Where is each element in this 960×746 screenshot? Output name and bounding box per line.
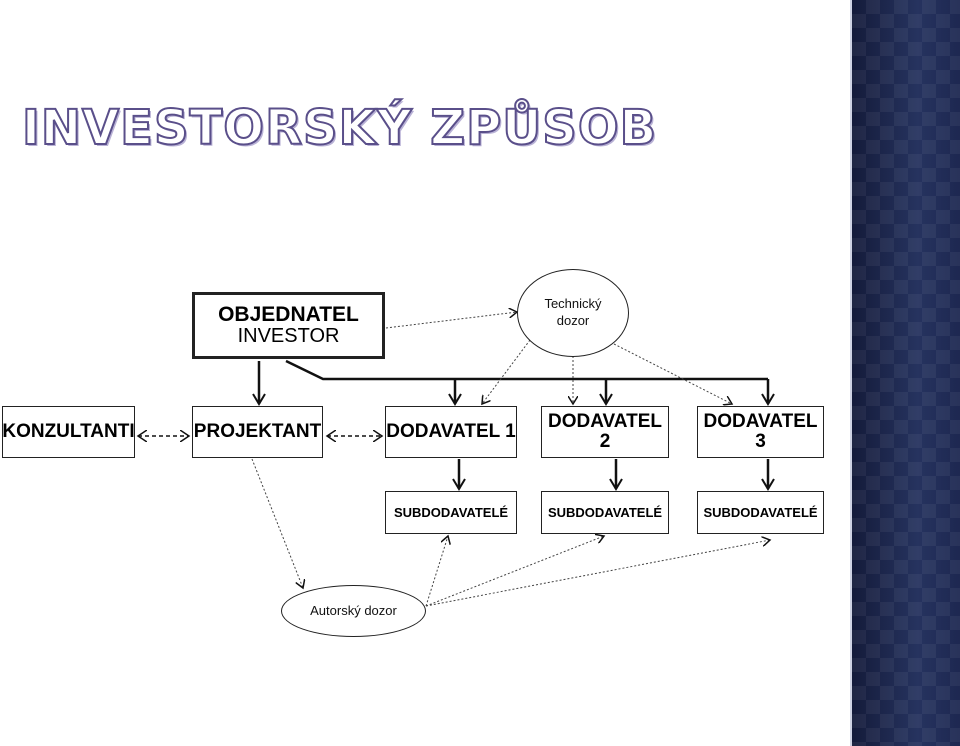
dodavatel-1-label: DODAVATEL 1 [386, 421, 516, 443]
projektant-label: PROJEKTANT [193, 421, 322, 443]
subdodavatele-3-label: SUBDODAVATELÉ [703, 504, 818, 520]
dodavatel-2-number: 2 [599, 431, 611, 452]
dodavatel-1-box: DODAVATEL 1 [385, 406, 517, 458]
konzultanti-box: KONZULTANTI [2, 406, 135, 458]
subdodavatele-2-box: SUBDODAVATELÉ [541, 491, 669, 534]
technicky-dozor-ellipse: Technický dozor [517, 269, 629, 357]
dodavatel-2-label: DODAVATEL [548, 411, 662, 433]
dotted-supervision-lines [251, 312, 770, 607]
subdodavatele-1-label: SUBDODAVATELÉ [393, 504, 509, 520]
arrow-technicky-dodavatel3 [613, 343, 732, 404]
line-objednatel-dodavatele [285, 359, 768, 381]
autorsky-dozor-label: Autorský dozor [310, 602, 397, 618]
konzultanti-label: KONZULTANTI [2, 421, 135, 443]
projektant-box: PROJEKTANT [192, 406, 323, 458]
arrow-projektant-autorsky [251, 458, 303, 588]
arrow-technicky-dodavatel1 [482, 339, 531, 404]
arrow-autorsky-sub2 [425, 536, 604, 607]
dozor-label: dozor [556, 313, 590, 328]
arrow-objednatel-technicky [385, 312, 517, 329]
autorsky-dozor-ellipse: Autorský dozor [281, 585, 426, 637]
investor-label: INVESTOR [237, 325, 340, 348]
arrow-autorsky-sub1 [425, 536, 448, 607]
dodavatel-2-box: DODAVATEL 2 [541, 406, 669, 458]
objednatel-investor-box: OBJEDNATEL INVESTOR [192, 292, 385, 359]
dodavatel-3-label: DODAVATEL [703, 411, 818, 433]
dodavatel-3-number: 3 [755, 431, 766, 452]
dodavatel-3-box: DODAVATEL 3 [697, 406, 824, 458]
main-flow-lines [252, 359, 775, 491]
diagram-connectors [0, 0, 775, 607]
arrow-autorsky-sub3 [425, 540, 770, 607]
objednatel-label: OBJEDNATEL [218, 302, 359, 326]
technicky-label: Technický [544, 296, 602, 312]
subdodavatele-2-label: SUBDODAVATELÉ [547, 504, 663, 520]
decorative-side-panel [850, 0, 960, 746]
subdodavatele-3-box: SUBDODAVATELÉ [697, 491, 824, 534]
subdodavatele-1-box: SUBDODAVATELÉ [385, 491, 517, 534]
slide-title: INVESTORSKÝ ZPŮSOB [21, 99, 658, 157]
